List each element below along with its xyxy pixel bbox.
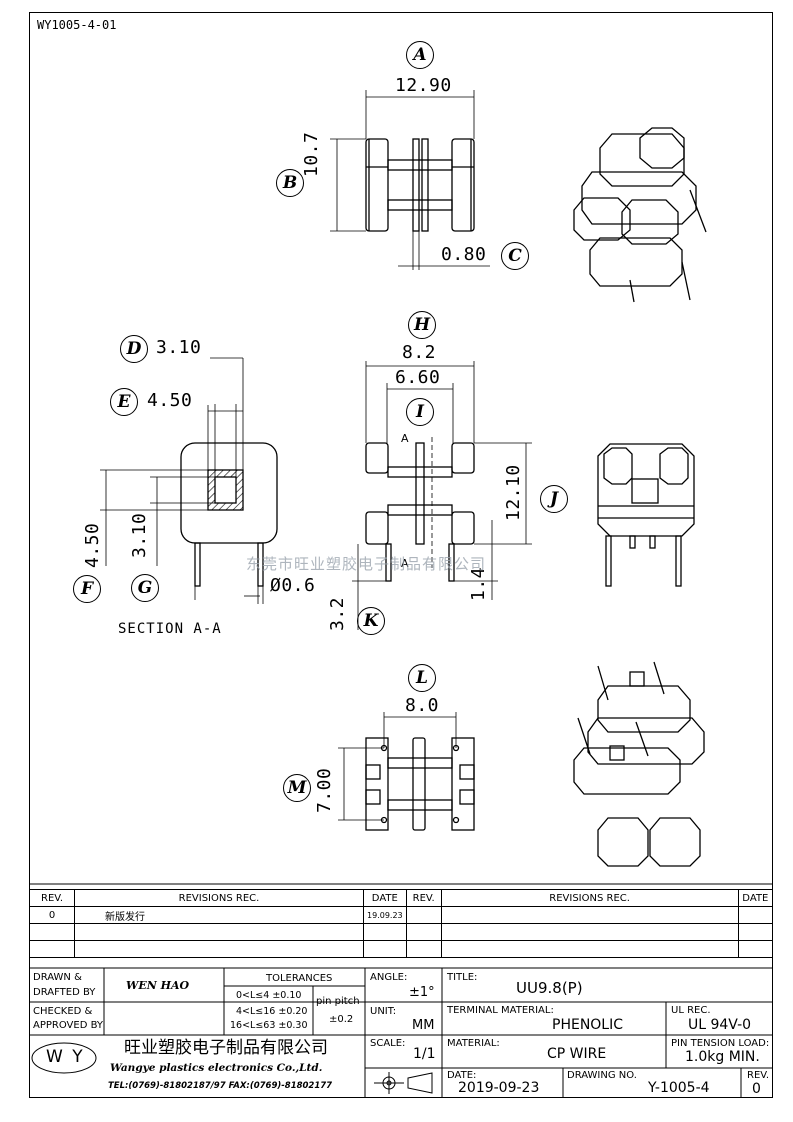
revisions-table: REV. REVISIONS REC. DATE REV. REVISIONS … [29, 889, 774, 958]
dim-pin-diameter: Ø0.6 [270, 575, 316, 596]
callout-J: J [540, 485, 568, 513]
callout-B: B [276, 169, 304, 197]
company-name-cn: 旺业塑胶电子制品有限公司 [124, 1038, 328, 1058]
unit-value: MM [412, 1018, 435, 1033]
tolerance-2: 4<L≤16 ±0.20 [236, 1006, 308, 1017]
dim-H-value: 8.2 [402, 342, 437, 363]
callout-A: A [406, 41, 434, 69]
callout-I: I [406, 398, 434, 426]
section-mark-bottom: A [401, 557, 409, 570]
tolerance-3: 16<L≤63 ±0.30 [230, 1020, 308, 1031]
company-contact: TEL:(0769)-81802187/97 FAX:(0769)-818021… [108, 1081, 333, 1091]
checked-label: CHECKED & [33, 1006, 93, 1017]
dim-F-value: 4.50 [82, 522, 103, 568]
section-mark-top: A [401, 432, 409, 445]
dim-A-value: 12.90 [395, 75, 452, 96]
terminal-material-label: TERMINAL MATERIAL: [447, 1005, 554, 1016]
callout-E: E [110, 388, 138, 416]
scale-value: 1/1 [413, 1046, 436, 1062]
revision-description: 新版发行 [74, 906, 364, 924]
title-label: TITLE: [447, 972, 478, 983]
date-header: DATE [363, 889, 407, 907]
dim-G-value: 3.10 [129, 512, 150, 558]
dim-D-value: 3.10 [156, 337, 202, 358]
company-logo: W Y [46, 1047, 85, 1067]
section-label: SECTION A-A [118, 621, 222, 637]
pin-tension-value: 1.0kg MIN. [685, 1049, 760, 1065]
isometric-view-middle [597, 443, 695, 587]
ul-rec-value: UL 94V-0 [688, 1017, 752, 1033]
dim-J-value: 12.10 [503, 464, 524, 521]
approved-label: APPROVED BY [33, 1020, 104, 1031]
section-view [100, 357, 278, 600]
revision-date: 19.09.23 [363, 906, 407, 924]
dim-C-value: 0.80 [441, 244, 487, 265]
pin-tension-label: PIN TENSION LOAD: [671, 1038, 770, 1049]
dim-M-value: 7.00 [314, 767, 335, 813]
callout-K: K [357, 607, 385, 635]
bottom-view [338, 712, 475, 831]
front-view [330, 90, 490, 270]
drawing-no-value: Y-1005-4 [648, 1080, 710, 1096]
side-view [244, 361, 532, 630]
ul-rec-label: UL REC. [671, 1005, 711, 1016]
isometric-view-bottom [573, 661, 705, 867]
dim-E-value: 4.50 [147, 390, 193, 411]
dim-K-value: 3.2 [327, 596, 348, 631]
terminal-material-value: PHENOLIC [552, 1017, 624, 1033]
title-block-lines [29, 883, 773, 1098]
dim-I-value: 6.60 [395, 367, 441, 388]
rev-label: REV. [747, 1070, 769, 1081]
scale-label: SCALE: [370, 1038, 406, 1049]
callout-D: D [120, 335, 148, 363]
dim-L-value: 8.0 [405, 695, 440, 716]
revisions-header-2: REVISIONS REC. [440, 889, 739, 907]
rev-header-2: REV. [405, 889, 442, 907]
date-value: 2019-09-23 [458, 1080, 540, 1096]
pin-pitch-value: ±0.2 [329, 1014, 354, 1025]
callout-M: M [283, 774, 311, 802]
rev-value-title: 0 [752, 1081, 761, 1097]
unit-label: UNIT: [370, 1006, 397, 1017]
document-id: WY1005-4-01 [37, 18, 117, 32]
drawn-by: WEN HAO [126, 979, 190, 992]
rev-value: 0 [29, 906, 75, 924]
rev-header: REV. [29, 889, 75, 907]
callout-H: H [408, 311, 436, 339]
tolerances-label: TOLERANCES [266, 973, 333, 984]
material-value: CP WIRE [547, 1046, 607, 1062]
watermark: 东莞市旺业塑胶电子制品有限公司 [246, 555, 487, 573]
drafted-label: DRAFTED BY [33, 987, 96, 998]
angle-value: ±1° [409, 985, 435, 1000]
date-header-2: DATE [737, 889, 774, 907]
callout-F: F [73, 575, 101, 603]
dim-B-value: 10.7 [301, 131, 322, 177]
pin-pitch-label: pin pitch [316, 996, 360, 1007]
company-name-en: Wangye plastics electronics Co.,Ltd. [110, 1062, 323, 1074]
callout-L: L [408, 664, 436, 692]
tolerance-1: 0<L≤4 ±0.10 [236, 990, 302, 1001]
callout-G: G [131, 574, 159, 602]
material-label: MATERIAL: [447, 1038, 500, 1049]
drawing-no-label: DRAWING NO. [567, 1070, 637, 1081]
isometric-view-top [573, 127, 707, 303]
drawn-label: DRAWN & [33, 972, 82, 983]
revisions-header: REVISIONS REC. [74, 889, 364, 907]
title-value: UU9.8(P) [516, 979, 583, 997]
angle-label: ANGLE: [370, 972, 408, 983]
date-label: DATE: [447, 1070, 477, 1081]
callout-C: C [501, 242, 529, 270]
drawing-sheet [29, 12, 773, 1098]
